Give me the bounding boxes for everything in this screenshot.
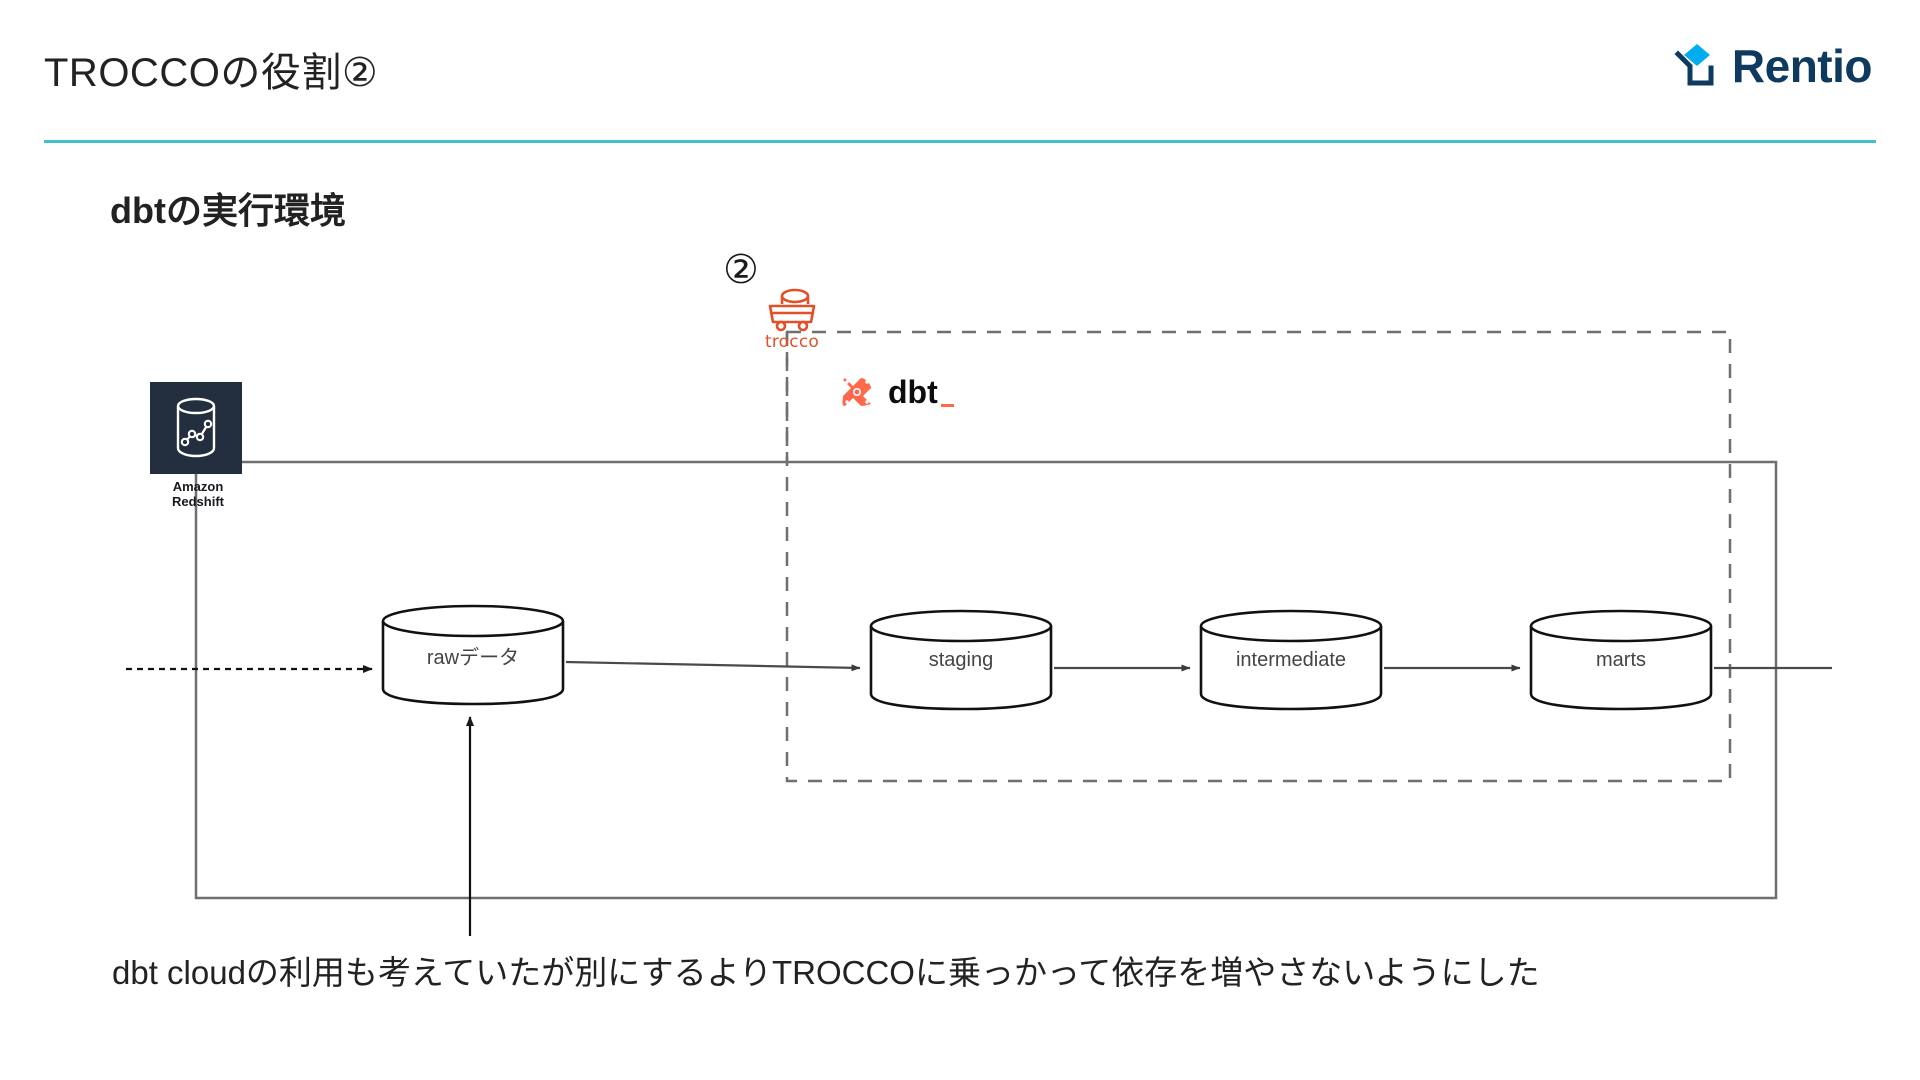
cylinder-shape (869, 609, 1053, 711)
redshift-label: Amazon Redshift (150, 479, 246, 510)
trocco-wordmark: trocco (765, 332, 819, 352)
slide-caption: dbt cloudの利用も考えていたが別にするよりTROCCOに乗っかって依存を… (112, 954, 1540, 991)
rentio-box-diamond-icon (1674, 44, 1714, 86)
rentio-logo: Rentio (1670, 40, 1873, 92)
redshift-database-chart-icon (176, 397, 216, 458)
step-marker-2: ② (723, 248, 759, 292)
trocco-logo: trocco (760, 286, 824, 352)
redshift-label-line2: Redshift (172, 493, 224, 509)
cylinder-shape (381, 604, 565, 706)
raw-to-staging-arrow (565, 660, 861, 672)
page-title: TROCCOの役割② (44, 51, 379, 95)
node-label: staging (928, 648, 994, 671)
node-raw-data: rawデータ (380, 603, 566, 707)
node-redshift: Amazon Redshift (150, 382, 246, 510)
node-label: rawデータ (426, 646, 520, 669)
redshift-label-line1: Amazon (172, 479, 224, 494)
cylinder-shape (1529, 609, 1713, 711)
node-intermediate: intermediate (1198, 608, 1384, 712)
rentio-wordmark: Rentio (1731, 40, 1873, 92)
redshift-tile (150, 382, 242, 474)
trocco-mine-cart-icon (768, 288, 816, 332)
node-staging: staging (868, 608, 1054, 712)
dbt-logo: dbt (840, 374, 954, 410)
dbt-wordmark: dbt (888, 374, 954, 410)
node-label: intermediate (1235, 648, 1347, 671)
dbt-x-icon (842, 378, 871, 406)
node-label: marts (1596, 648, 1646, 671)
node-marts: marts (1528, 608, 1714, 712)
cylinder-shape (1199, 609, 1383, 711)
section-heading: dbtの実行環境 (110, 190, 346, 231)
header-divider (44, 140, 1876, 143)
